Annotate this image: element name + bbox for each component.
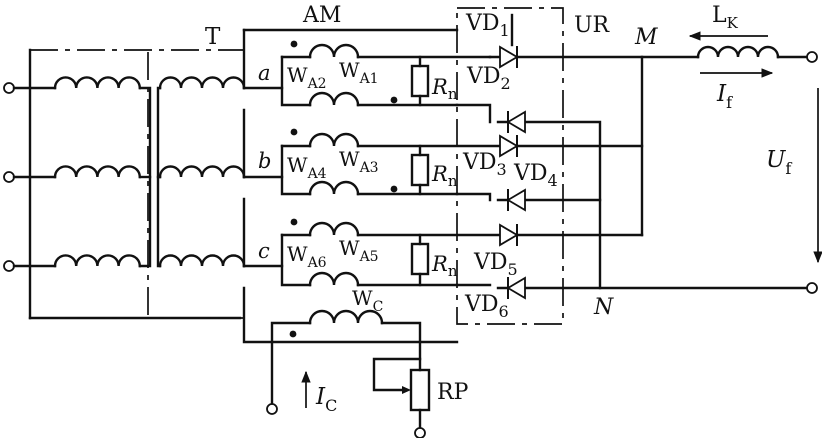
diode-vd2 — [506, 110, 526, 134]
resistor-rn-label-c: Rn — [431, 252, 458, 280]
resistor-rn-label-a: Rn — [431, 75, 458, 103]
control-current-label: IC — [315, 384, 337, 415]
field-voltage-label: Uf — [766, 147, 792, 178]
resistor-rn-label-b: Rn — [431, 162, 458, 190]
transformer-label: T — [205, 24, 221, 50]
diode-vd3 — [499, 134, 519, 158]
transformer-outline — [30, 49, 244, 319]
winding-wa1-label: WA1 — [339, 58, 379, 87]
node-n-label: N — [593, 295, 614, 320]
control-winding-label: WC — [352, 286, 383, 315]
phase-b-label: b — [258, 149, 271, 173]
input-terminals — [3, 82, 15, 272]
output-terminals — [806, 51, 818, 294]
transformer-secondary-coils — [156, 76, 246, 268]
diode-vd4-label: VD4 — [513, 161, 558, 190]
diode-vd1 — [499, 45, 519, 69]
diode-vd5-label: VD5 — [473, 250, 518, 279]
phase-c-label: c — [258, 239, 270, 263]
diode-vd4 — [506, 188, 526, 212]
phase-b-branch — [280, 128, 644, 196]
phase-a-branch — [280, 40, 492, 107]
potentiometer-label: RP — [437, 380, 469, 405]
phase-c-branch — [280, 218, 644, 287]
transformer-primary-coils — [53, 76, 142, 268]
rectifier-label: UR — [574, 13, 611, 38]
phase-a-label: a — [258, 61, 271, 85]
transformer-primary-wiring — [12, 48, 242, 320]
winding-wa6-label: WA6 — [287, 242, 327, 271]
winding-wa3-label: WA3 — [339, 147, 379, 176]
am-enclosure — [242, 28, 459, 344]
diode-vd1-label: VD1 — [465, 11, 510, 40]
potentiometer — [372, 357, 431, 438]
winding-wa4-label: WA4 — [287, 153, 327, 182]
rectifier-wiring — [455, 13, 809, 290]
winding-wa2-label: WA2 — [287, 63, 327, 92]
node-m-label: M — [634, 25, 658, 50]
diode-vd2-label: VD2 — [466, 64, 511, 93]
diode-vd6 — [506, 276, 526, 300]
am-label: AM — [302, 3, 341, 28]
diode-vd5 — [499, 223, 519, 247]
winding-wa5-label: WA5 — [339, 236, 379, 265]
field-current-label: If — [716, 81, 733, 112]
reactor-label: LK — [712, 3, 739, 32]
diode-vd6-label: VD6 — [464, 292, 509, 321]
control-winding — [266, 309, 422, 415]
diode-vd3-label: VD3 — [462, 150, 507, 179]
rectifier-outline — [456, 7, 564, 325]
reactor-lk — [696, 45, 809, 59]
